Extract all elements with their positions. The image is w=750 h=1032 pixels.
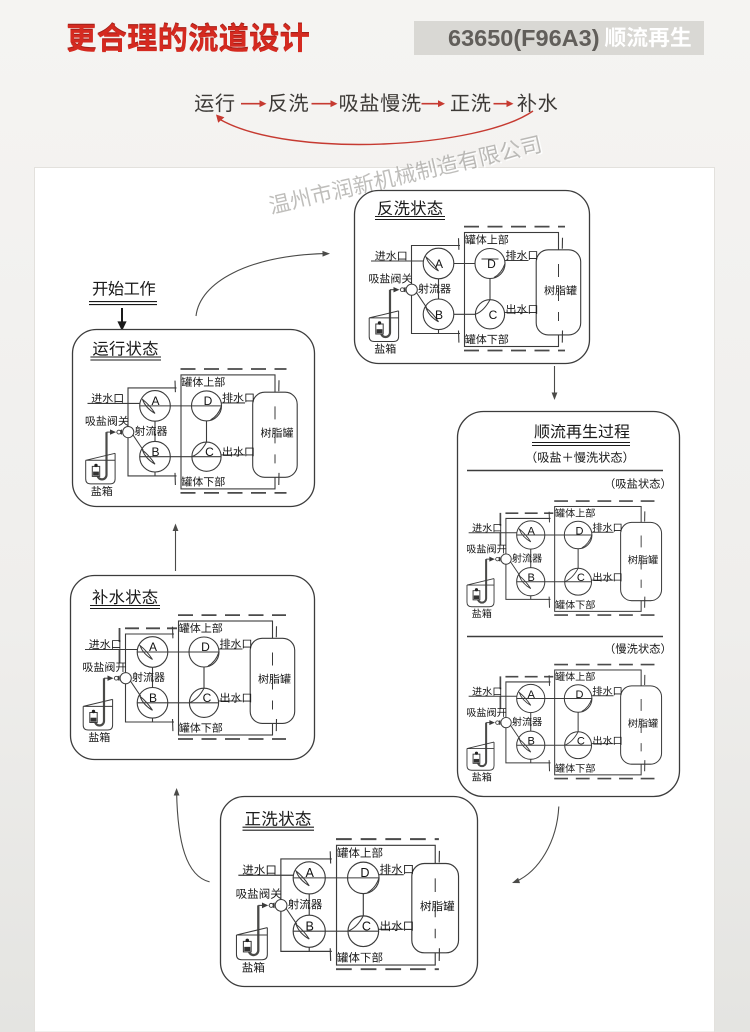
svg-text:A: A (306, 866, 315, 880)
svg-text:B: B (528, 572, 535, 584)
svg-text:A: A (151, 394, 159, 408)
svg-text:D: D (204, 394, 213, 408)
svg-text:B: B (306, 919, 314, 933)
svg-text:B: B (151, 445, 159, 459)
svg-text:B: B (528, 736, 535, 748)
svg-text:D: D (576, 525, 584, 537)
svg-text:C: C (362, 919, 371, 933)
svg-text:C: C (489, 308, 498, 322)
svg-text:B: B (149, 691, 157, 705)
svg-text:C: C (203, 691, 212, 705)
svg-text:D: D (576, 689, 584, 701)
svg-text:D: D (487, 257, 496, 271)
svg-text:C: C (577, 736, 585, 748)
svg-text:63650(F96A3): 63650(F96A3) (448, 25, 600, 51)
svg-text:A: A (528, 689, 536, 701)
svg-text:D: D (360, 866, 369, 880)
svg-text:A: A (149, 640, 157, 654)
svg-text:D: D (201, 640, 210, 654)
svg-text:A: A (435, 257, 443, 271)
svg-text:C: C (577, 572, 585, 584)
svg-text:C: C (205, 445, 214, 459)
svg-text:A: A (528, 525, 536, 537)
svg-text:B: B (435, 308, 443, 322)
